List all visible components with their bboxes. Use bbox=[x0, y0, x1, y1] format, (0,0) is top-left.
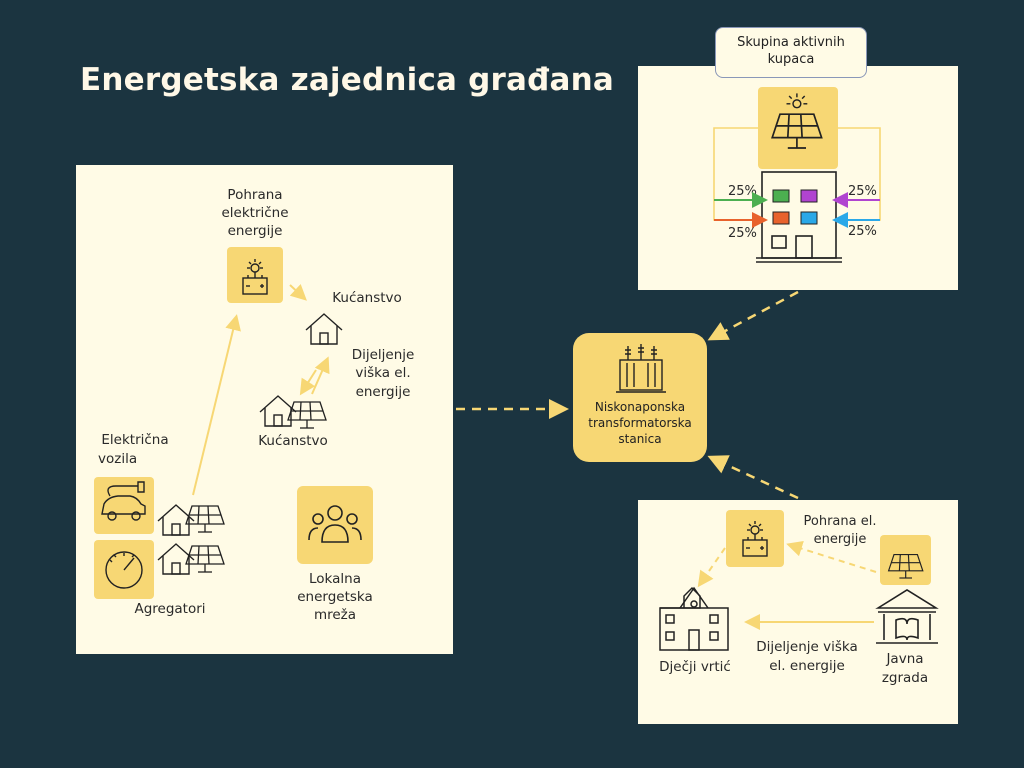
ev-label-line2: vozila bbox=[98, 451, 138, 467]
transformer-station: Niskonaponska transformatorska stanica bbox=[573, 333, 707, 462]
share-orange: 25% bbox=[728, 226, 757, 241]
local-network-label-line2: energetska bbox=[297, 589, 373, 605]
active-customers-tag-line2: kupaca bbox=[767, 52, 815, 67]
sharing-label-line1: Dijeljenje bbox=[351, 347, 415, 363]
gauge-icon-box bbox=[94, 540, 154, 599]
transformer-station-label: Niskonaponska transformatorska stanica bbox=[588, 400, 692, 446]
br-sharing-label-line2: el. energije bbox=[769, 658, 845, 674]
local-network-icon-box bbox=[297, 486, 373, 564]
local-network-label-line3: mreža bbox=[313, 607, 357, 623]
public-building-label-line1: Javna bbox=[886, 651, 924, 667]
ev-icon-box bbox=[94, 477, 154, 534]
storage-icon-box bbox=[227, 247, 283, 303]
local-network-label-line1: Lokalna bbox=[309, 571, 361, 587]
household-top-label: Kućanstvo bbox=[332, 290, 402, 306]
page-title: Energetska zajednica građana bbox=[80, 62, 615, 98]
storage-label-line1: Pohrana bbox=[227, 187, 283, 203]
household-bottom-label: Kućanstvo bbox=[258, 433, 328, 449]
br-storage-label-line1: Pohrana el. bbox=[803, 514, 877, 529]
solar-panel-icon-box bbox=[758, 87, 838, 169]
br-sharing-label-line1: Dijeljenje viška bbox=[756, 639, 858, 655]
share-purple: 25% bbox=[848, 184, 877, 199]
kindergarten-label: Dječji vrtić bbox=[659, 659, 731, 675]
ev-label-line1: Električna bbox=[101, 432, 169, 448]
storage-label-line3: energije bbox=[227, 223, 283, 239]
active-customers-tag-line1: Skupina aktivnih bbox=[737, 35, 845, 50]
br-storage-label-line2: energije bbox=[813, 532, 867, 547]
storage-label-line2: električne bbox=[221, 205, 289, 221]
public-building-label-line2: zgrada bbox=[881, 670, 929, 686]
share-blue: 25% bbox=[848, 224, 877, 239]
sharing-label-line2: viška el. bbox=[355, 365, 411, 381]
aggregators-label: Agregatori bbox=[134, 601, 206, 617]
active-customers-tag: Skupina aktivnih kupaca bbox=[715, 27, 867, 78]
sharing-label-line3: energije bbox=[355, 384, 411, 400]
share-green: 25% bbox=[728, 184, 757, 199]
br-storage-icon-box bbox=[726, 510, 784, 567]
